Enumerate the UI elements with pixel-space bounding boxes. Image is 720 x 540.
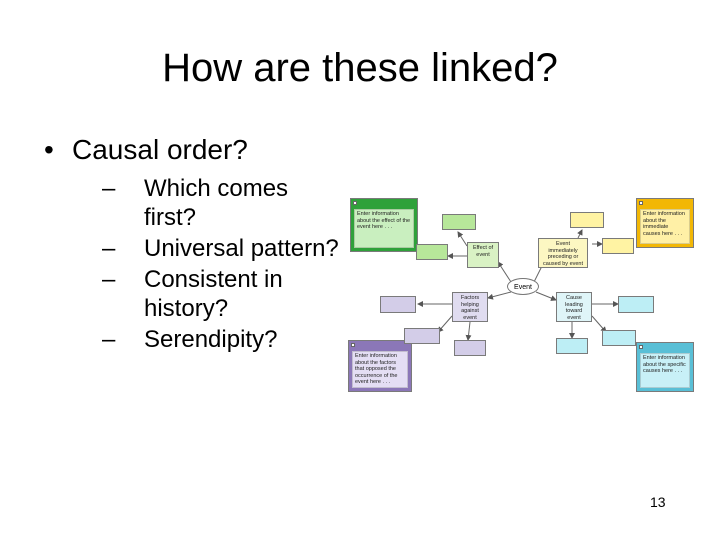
empty-factor-box [404,328,440,344]
immediate-cause-info-box: Enter information about the immediate ca… [636,198,694,248]
empty-effect-box [442,214,476,230]
effect-of-event-node: Effect of event [467,242,499,268]
sub-bullet-list: – Which comes first? – Universal pattern… [102,174,344,354]
empty-factor-box [454,340,486,356]
connector-line [577,229,583,239]
connector-line [457,231,468,247]
connector-line [535,291,557,301]
expand-icon [639,345,643,349]
dash-symbol: – [102,326,116,353]
dash-symbol: – [102,235,116,262]
opposing-factors-info-text: Enter information about the factors that… [352,351,408,388]
cause-toward-label: Cause leading toward event [565,295,583,321]
effect-of-event-label: Effect of event [472,245,494,258]
page-number: 13 [650,494,666,510]
connector-line [497,261,512,283]
bullet-text: Causal order? [72,134,248,165]
dash-symbol: – [102,175,116,202]
bullet-causal-order: • Causal order? [44,130,344,170]
sub-bullet-line: history? [144,295,229,322]
factors-against-node: Factors helping against event [452,292,488,322]
event-center-node: Event [507,278,539,295]
factors-against-label: Factors helping against event [460,295,480,321]
connector-line [487,291,512,300]
slide-title: How are these linked? [162,46,558,90]
expand-icon [639,201,643,205]
empty-cause-box [618,296,654,313]
expand-icon [351,343,355,347]
sub-bullet-line: first? [144,204,197,231]
immediate-cause-label: Event immediately preceding or caused by… [542,241,584,267]
immediate-cause-info-text: Enter information about the immediate ca… [640,209,690,244]
sub-bullet-line: Consistent in [144,266,283,293]
empty-cause-box [602,330,636,346]
specific-causes-info-text: Enter information about the specific cau… [640,353,690,388]
sub-bullet-line: Serendipity? [144,326,278,353]
effect-info-box: Enter information about the effect of th… [350,198,418,252]
immediate-cause-node: Event immediately preceding or caused by… [538,238,588,268]
opposing-factors-info-box: Enter information about the factors that… [348,340,412,392]
cause-effect-diagram: Enter information about the effect of th… [346,194,698,396]
connector-line [591,315,607,333]
sub-bullet-line: Which comes [144,175,289,202]
bullet-list: • Causal order? – Which comes first? – U… [44,130,344,356]
bullet-symbol: • [44,134,54,165]
effect-info-text: Enter information about the effect of th… [354,209,414,248]
sub-bullet-which-comes-first: – Which comes first? [102,174,344,232]
connector-line [465,321,472,341]
empty-effect-box [416,244,448,260]
empty-cause-box [556,338,588,354]
specific-causes-info-box: Enter information about the specific cau… [636,342,694,392]
empty-cause-box [570,212,604,228]
cause-toward-node: Cause leading toward event [556,292,592,322]
diagram-connectors [417,229,619,341]
empty-cause-box [602,238,634,254]
sub-bullet-consistent-in-history: – Consistent in history? [102,265,344,323]
sub-bullet-line: Universal pattern? [144,235,339,262]
sub-bullet-serendipity: – Serendipity? [102,325,344,354]
connector-line [437,315,453,333]
expand-icon [353,201,357,205]
empty-factor-box [380,296,416,313]
sub-bullet-universal-pattern: – Universal pattern? [102,234,344,263]
dash-symbol: – [102,266,116,293]
